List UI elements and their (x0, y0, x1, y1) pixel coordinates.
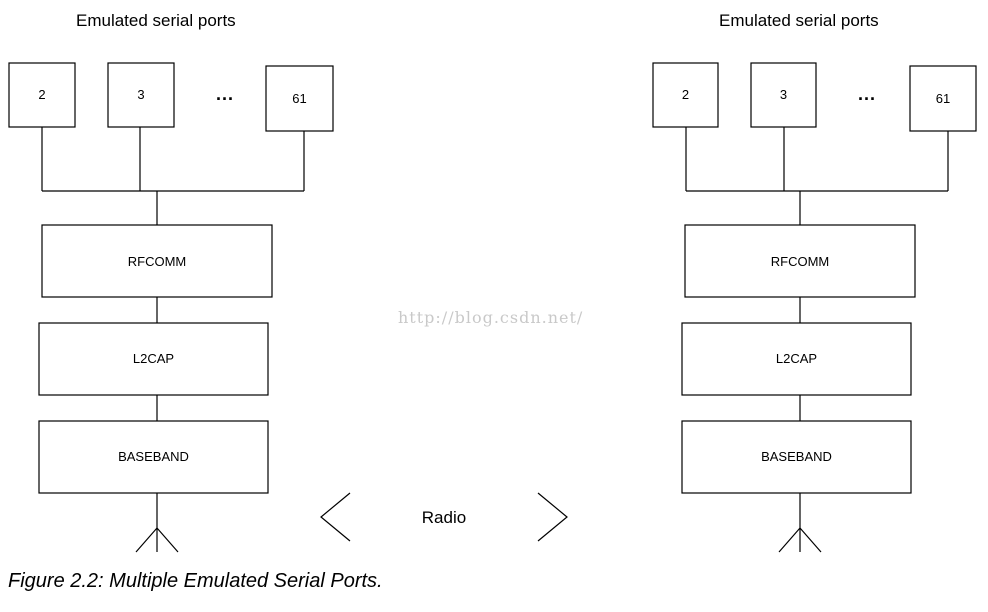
right-stack (652, 62, 977, 553)
port-box-3 (107, 62, 175, 128)
left-port-label: 3 (137, 87, 145, 102)
baseband-box (38, 420, 269, 494)
right-l2cap-label: L2CAP (775, 351, 818, 366)
antenna-icon (135, 493, 179, 553)
right-stack-title: Emulated serial ports (719, 11, 879, 30)
baseband-box (681, 420, 912, 494)
left-rfcomm-label: RFCOMM (127, 254, 187, 269)
watermark-text: http://blog.csdn.net/ (398, 308, 584, 327)
radio-label: Radio (421, 508, 467, 527)
port-box-3 (750, 62, 817, 128)
antenna-icon (778, 493, 822, 553)
figure-caption: Figure 2.2: Multiple Emulated Serial Por… (8, 570, 383, 592)
right-port-label: 2 (681, 87, 690, 102)
port-box-2 (652, 62, 719, 128)
port-box-61 (265, 65, 334, 132)
left-stack-title: Emulated serial ports (76, 11, 236, 30)
left-l2cap-label: L2CAP (132, 351, 175, 366)
rfcomm-box (41, 224, 273, 298)
port-box-2 (8, 62, 76, 128)
l2cap-box (38, 322, 269, 396)
radio-right-chevron-icon (537, 492, 568, 542)
rfcomm-box (684, 224, 916, 298)
left-port-ellipsis: ... (215, 84, 234, 104)
left-baseband-label: BASEBAND (118, 449, 189, 464)
right-port-ellipsis: ... (857, 84, 876, 104)
left-stack (8, 62, 334, 553)
right-rfcomm-label: RFCOMM (770, 254, 830, 269)
radio-left-chevron-icon (320, 492, 351, 542)
l2cap-box (681, 322, 912, 396)
right-port-label: 61 (935, 91, 951, 106)
left-port-label: 2 (38, 87, 46, 102)
right-baseband-label: BASEBAND (761, 449, 832, 464)
right-port-label: 3 (779, 87, 788, 102)
left-port-label: 61 (292, 91, 307, 106)
port-box-61 (909, 65, 977, 132)
